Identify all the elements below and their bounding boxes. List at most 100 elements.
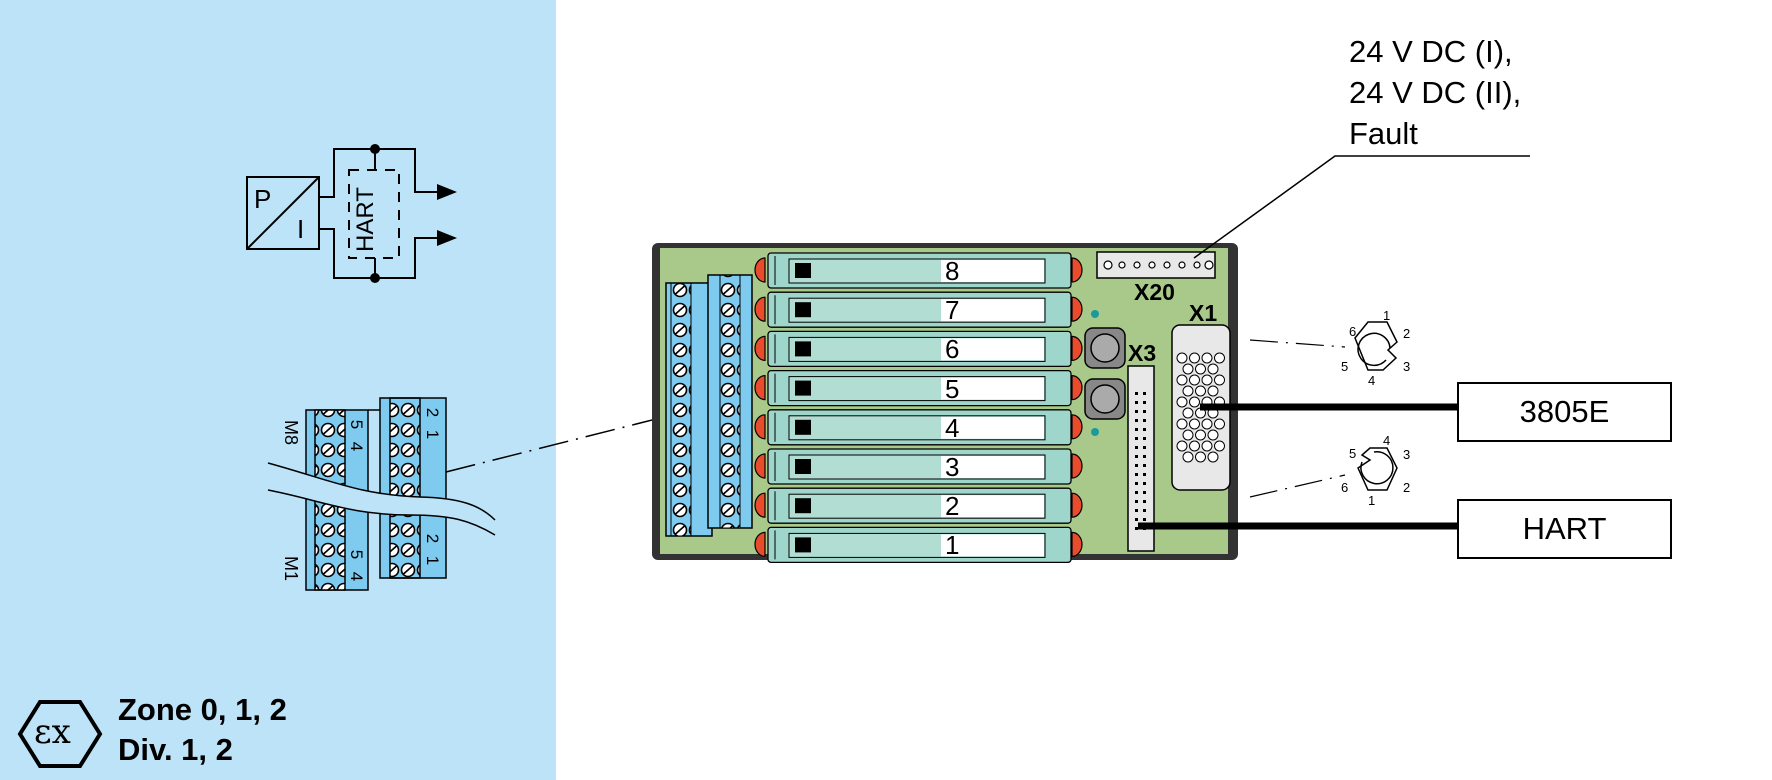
x3-pin bbox=[1135, 482, 1138, 485]
x1-pin-hole bbox=[1176, 374, 1188, 386]
supply-callout-line bbox=[1193, 155, 1530, 259]
zone-rating: Zone 0, 1, 2 bbox=[118, 692, 287, 727]
x1-pin-hole bbox=[1176, 352, 1188, 364]
module-label-area bbox=[941, 299, 1044, 322]
x1-pin-hole bbox=[1195, 451, 1206, 463]
module-led-left bbox=[754, 296, 766, 322]
x1-connector-pins bbox=[1135, 352, 1225, 530]
supply-callout-line-3: Fault bbox=[1349, 116, 1418, 151]
x1-pin-hole bbox=[1207, 429, 1219, 441]
module-led-right bbox=[1071, 531, 1083, 558]
x3-pin bbox=[1135, 473, 1138, 476]
x3-pin bbox=[1135, 518, 1138, 521]
x1-pin-hole bbox=[1176, 418, 1188, 430]
x1-pinout-bottom-icon bbox=[1357, 447, 1398, 491]
transmitter-symbol bbox=[246, 144, 457, 283]
module-led-left bbox=[754, 374, 766, 401]
module-led-right bbox=[1071, 257, 1083, 283]
module-label-area bbox=[941, 260, 1044, 282]
x1-pin-hole bbox=[1195, 429, 1206, 441]
x3-pin bbox=[1135, 410, 1138, 413]
connector-label-x3: X3 bbox=[1128, 340, 1157, 366]
x1-pin-hole bbox=[1214, 374, 1225, 386]
manufacturer-logo-icon bbox=[795, 498, 811, 514]
x3-pin bbox=[1143, 473, 1146, 476]
module-led-left bbox=[754, 492, 766, 518]
x3-pin bbox=[1143, 509, 1146, 512]
x1-pinout-top-icon bbox=[1354, 321, 1398, 371]
x3-pin bbox=[1143, 437, 1146, 440]
module-slot-number: 7 bbox=[945, 295, 960, 326]
x1-pin-hole bbox=[1214, 352, 1225, 364]
device-box-hart[interactable]: HART bbox=[1457, 499, 1672, 559]
x1-pin-hole bbox=[1176, 440, 1188, 452]
terminal-label-m1: M1 bbox=[281, 555, 302, 582]
module-slot-number: 5 bbox=[945, 373, 960, 404]
manufacturer-logo-icon bbox=[795, 537, 811, 553]
x3-pin bbox=[1143, 428, 1146, 431]
x1-pin-hole bbox=[1195, 363, 1206, 375]
pinout-number: 5 bbox=[1341, 359, 1349, 374]
x3-pin bbox=[1135, 509, 1138, 512]
pinout-number: 4 bbox=[1368, 373, 1376, 388]
manufacturer-logo-icon bbox=[795, 380, 811, 396]
module-slot-number: 6 bbox=[945, 334, 960, 365]
manufacturer-logo-icon bbox=[795, 459, 811, 474]
manufacturer-logo-icon bbox=[795, 263, 811, 278]
module-label-area bbox=[941, 416, 1044, 439]
x3-pin bbox=[1143, 482, 1146, 485]
module-led-right bbox=[1071, 492, 1083, 518]
pinout-number: 2 bbox=[1403, 480, 1411, 495]
hart-modem-label: HART bbox=[352, 187, 379, 252]
module-slots bbox=[754, 252, 1083, 564]
pin-label: 5 bbox=[347, 419, 367, 430]
x3-pin bbox=[1143, 410, 1146, 413]
x3-pin bbox=[1143, 419, 1146, 422]
x1-pin-hole bbox=[1189, 440, 1200, 452]
x1-pin-hole bbox=[1201, 440, 1213, 452]
device-box-3805e[interactable]: 3805E bbox=[1457, 382, 1672, 442]
module-led-left bbox=[754, 335, 766, 362]
x3-pin bbox=[1143, 464, 1146, 467]
pin-label: 2 bbox=[423, 407, 443, 418]
pinout-number: 3 bbox=[1403, 359, 1411, 374]
connector-label-x1: X1 bbox=[1189, 300, 1218, 326]
module-label-area bbox=[941, 456, 1044, 478]
module-label-area bbox=[941, 495, 1044, 518]
module-led-left bbox=[754, 257, 766, 283]
x3-pin bbox=[1135, 446, 1138, 449]
x3-pin bbox=[1135, 401, 1138, 404]
terminal-label-m8: M8 bbox=[281, 419, 302, 446]
x1-pin-hole bbox=[1201, 352, 1213, 364]
pin-label: 2 bbox=[423, 533, 443, 544]
module-led-right bbox=[1071, 296, 1083, 322]
module-led-left bbox=[754, 531, 766, 558]
pinout-number: 4 bbox=[1383, 433, 1391, 448]
pinout-number: 2 bbox=[1403, 326, 1411, 341]
module-label-area bbox=[941, 534, 1044, 557]
x3-pin bbox=[1135, 491, 1138, 494]
module-label-area bbox=[941, 377, 1044, 400]
pin-label: 5 bbox=[347, 549, 367, 560]
module-slot-number: 4 bbox=[945, 412, 960, 443]
module-led-right bbox=[1071, 453, 1083, 479]
module-slot-number: 8 bbox=[945, 256, 960, 286]
x3-pin bbox=[1135, 428, 1138, 431]
x3-pin bbox=[1143, 491, 1146, 494]
connector-label-x20: X20 bbox=[1134, 279, 1175, 305]
pin-label: 1 bbox=[423, 555, 443, 566]
x3-pin bbox=[1143, 500, 1146, 503]
x1-pin-hole bbox=[1182, 407, 1194, 419]
module-led-right bbox=[1071, 374, 1083, 401]
pin-label: 4 bbox=[347, 441, 367, 452]
x1-pin-hole bbox=[1201, 374, 1213, 386]
pinout-number: 5 bbox=[1349, 446, 1357, 461]
ex-hexagon-icon bbox=[17, 700, 103, 768]
module-slot-number: 1 bbox=[945, 530, 960, 561]
leader-line-x1-bottom bbox=[1249, 474, 1346, 498]
x1-pin-hole bbox=[1214, 418, 1225, 430]
x1-pin-hole bbox=[1182, 385, 1194, 397]
x3-pin bbox=[1143, 392, 1146, 395]
x3-pin bbox=[1135, 527, 1138, 530]
